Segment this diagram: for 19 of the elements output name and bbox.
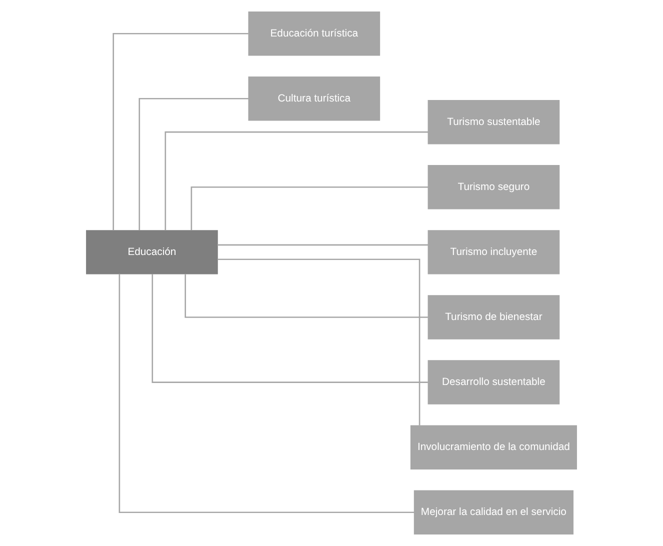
- node-box: Turismo seguro: [428, 165, 560, 210]
- node-box: Educación turística: [248, 12, 380, 56]
- connector: [118, 274, 414, 514]
- node-box: Turismo incluyente: [428, 230, 560, 274]
- connector: [218, 258, 420, 426]
- node-box: Cultura turística: [248, 76, 380, 121]
- node-box: Turismo sustentable: [428, 100, 560, 144]
- connector: [138, 98, 249, 230]
- node-box: Involucramiento de la comunidad: [410, 425, 577, 470]
- connector: [217, 244, 428, 246]
- connector: [190, 186, 428, 230]
- connector: [152, 274, 428, 383]
- connector: [112, 32, 248, 230]
- node-box: Turismo de bienestar: [428, 295, 560, 340]
- node-box: Educación: [86, 230, 218, 274]
- node-box: Desarrollo sustentable: [428, 360, 560, 404]
- node-box: Mejorar la calidad en el servicio: [414, 490, 574, 534]
- connector: [164, 131, 428, 230]
- connector: [184, 274, 428, 318]
